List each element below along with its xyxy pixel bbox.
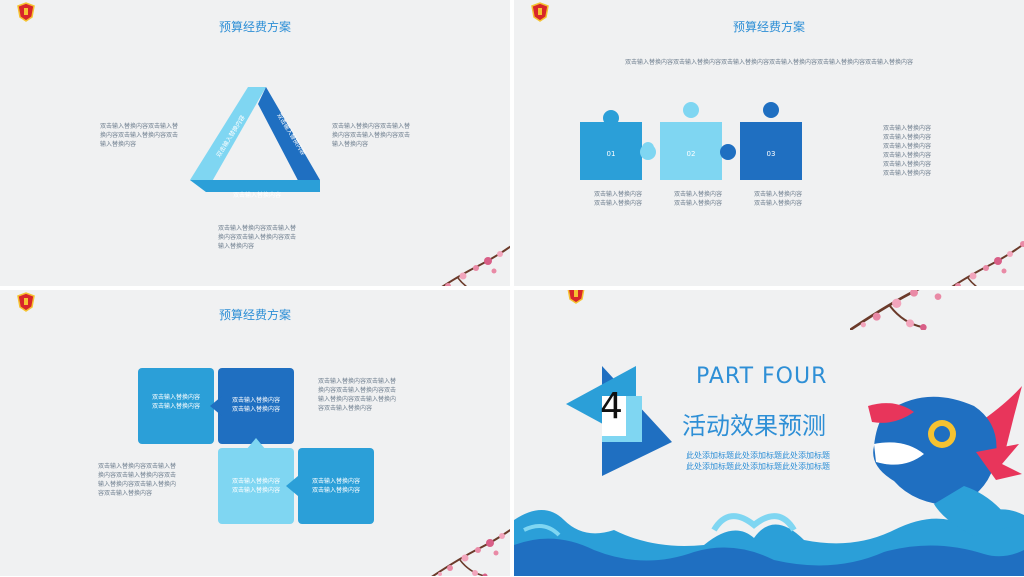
text-right: 双击输入替换内容双击输入替 换内容双击输入替换内容双击 输入替换内容双击输入替换… <box>318 378 397 412</box>
arrow-icon <box>286 476 298 496</box>
section-title: 活动效果预测 <box>682 412 826 440</box>
text-bottom: 双击输入替换内容双击输入替 换内容双击输入替换内容双击 输入替换内容 <box>218 225 297 250</box>
blossom-icon <box>430 522 510 576</box>
box-bottom-right <box>298 448 374 524</box>
slide-2[interactable]: 预算经费方案 双击输入替换内容双击输入替换内容双击输入替换内容双击输入替换内容双… <box>514 0 1024 286</box>
intro-text: 双击输入替换内容双击输入替换内容双击输入替换内容双击输入替换内容双击输入替换内容… <box>624 59 913 66</box>
slide-title: 预算经费方案 <box>218 308 291 322</box>
waves-graphic <box>514 509 1024 576</box>
section-subtitle: 此处添加标题此处添加标题此处添加标题 此处添加标题此处添加标题此处添加标题 <box>686 451 830 471</box>
text-left: 双击输入替换内容双击输入替 换内容双击输入替换内容双击 输入替换内容双击输入替换… <box>98 463 177 497</box>
slide-title: 预算经费方案 <box>218 20 291 34</box>
part-title: PART FOUR <box>696 364 828 389</box>
blossom-icon <box>938 240 1024 286</box>
piece-number: 03 <box>766 150 776 158</box>
piece-number: 02 <box>686 150 696 158</box>
part-number: 4 <box>600 386 623 427</box>
piece-caption: 双击输入替换内容 双击输入替换内容 <box>673 191 722 207</box>
slide-title: 预算经费方案 <box>732 20 805 34</box>
blossom-icon <box>850 290 970 330</box>
triangle-label-bottom: 双击输入替换内容 <box>232 192 281 199</box>
puzzle-graphic <box>580 102 802 180</box>
piece-caption: 双击输入替换内容 双击输入替换内容 <box>753 191 802 207</box>
slide-1[interactable]: 预算经费方案 双击输入替换内容双击输入替 换内容双击输入替换内容双击 输入替换内… <box>0 0 510 286</box>
side-text: 双击输入替换内容 双击输入替换内容 双击输入替换内容 双击输入替换内容 双击输入… <box>883 125 932 177</box>
slide-4[interactable]: 4 PART FOUR 活动效果预测 此处添加标题此处添加标题此处添加标题 此处… <box>514 290 1024 576</box>
box-top-left <box>138 368 214 444</box>
piece-number: 01 <box>606 150 616 158</box>
impossible-triangle <box>190 87 320 192</box>
logo-icon <box>567 290 585 304</box>
text-right: 双击输入替换内容双击输入替 换内容双击输入替换内容双击 输入替换内容 <box>332 123 411 148</box>
box-label: 双击输入替换内容 双击输入替换内容 <box>311 478 360 494</box>
dragon-head-icon <box>868 386 1022 536</box>
blossom-icon <box>428 240 510 286</box>
box-bottom-left <box>218 448 294 524</box>
box-label: 双击输入替换内容 双击输入替换内容 <box>231 397 280 413</box>
box-label: 双击输入替换内容 双击输入替换内容 <box>231 478 280 494</box>
box-label: 双击输入替换内容 双击输入替换内容 <box>151 394 200 410</box>
arrow-icon <box>210 396 222 416</box>
piece-caption: 双击输入替换内容 双击输入替换内容 <box>593 191 642 207</box>
text-left: 双击输入替换内容双击输入替 换内容双击输入替换内容双击 输入替换内容 <box>100 123 179 148</box>
box-top-right <box>218 368 294 444</box>
number-badge <box>566 366 672 476</box>
slide-3[interactable]: 预算经费方案 双击输入替换内容 双击输入替换内容 双击输入替换内容 双击输入替换… <box>0 290 510 576</box>
arrow-icon <box>246 438 266 450</box>
